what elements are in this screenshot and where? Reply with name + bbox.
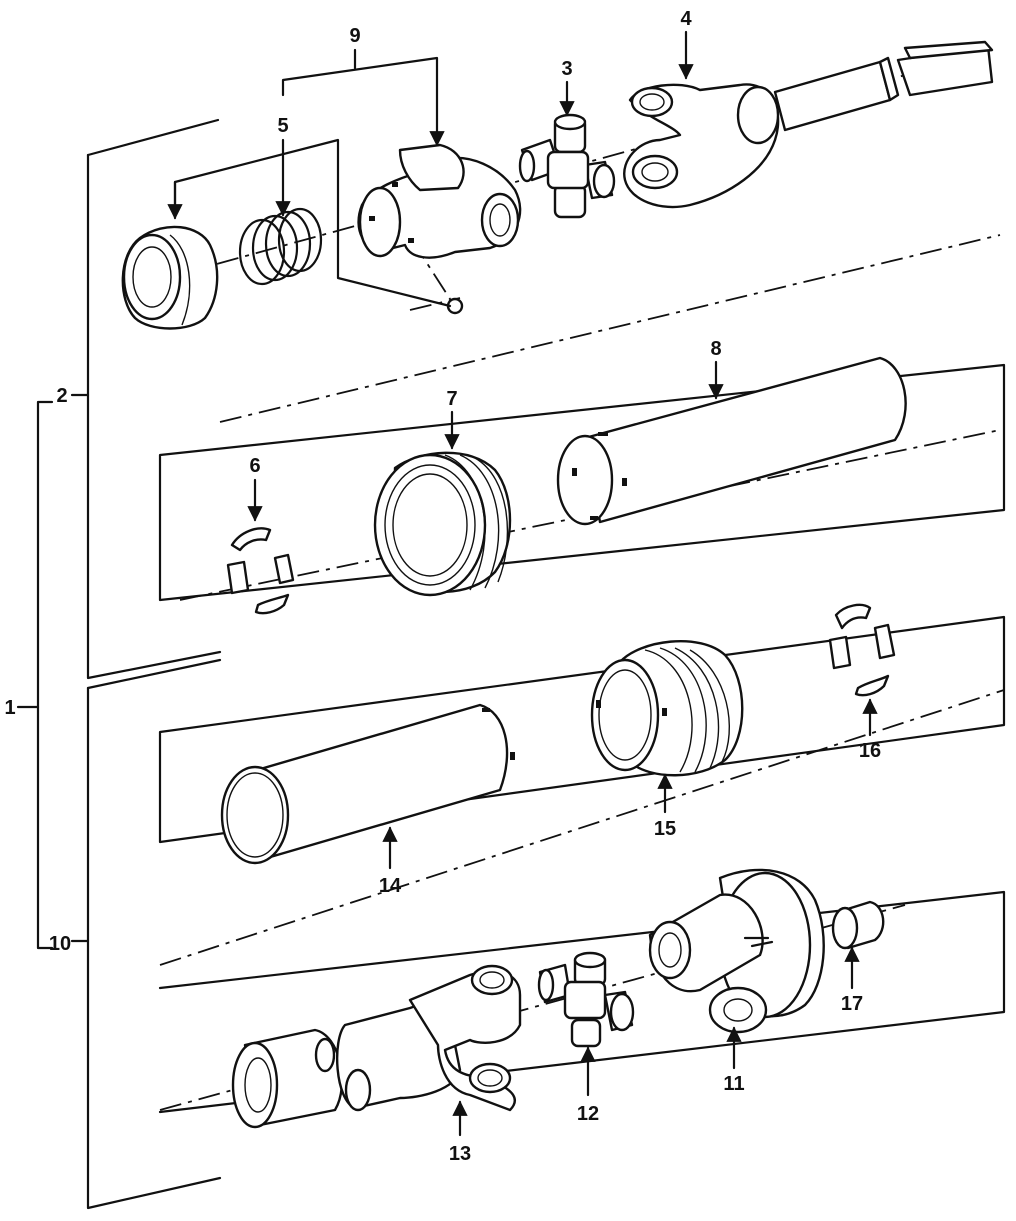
assembly-brackets bbox=[16, 118, 222, 1210]
callout-4: 4 bbox=[680, 8, 692, 30]
bracket-upper-assembly bbox=[86, 153, 222, 680]
leader-lines bbox=[167, 30, 878, 1137]
top-row-parts bbox=[121, 40, 994, 330]
callout-7: 7 bbox=[446, 388, 457, 410]
callout-17: 17 bbox=[841, 993, 863, 1015]
panel-lower-yoke bbox=[158, 890, 1006, 1114]
callout-16: 16 bbox=[859, 740, 881, 762]
spring bbox=[238, 207, 323, 286]
inner-yoke bbox=[336, 964, 522, 1112]
callout-14: 14 bbox=[379, 875, 402, 897]
callout-10: 10 bbox=[49, 933, 71, 955]
bearing-sleeve-lower bbox=[590, 639, 744, 777]
outer-yoke-with-shaft bbox=[623, 40, 994, 209]
callout-8: 8 bbox=[710, 338, 721, 360]
callout-1: 1 bbox=[4, 697, 15, 719]
retainer-ring-segments-lower bbox=[828, 603, 896, 697]
flange-yoke bbox=[648, 868, 825, 1034]
callout-15: 15 bbox=[654, 818, 676, 840]
universal-joint-cross-upper bbox=[518, 113, 616, 219]
outer-tube bbox=[556, 356, 907, 526]
bracket-lower-assembly bbox=[86, 686, 222, 1210]
callout-labels: 9 5 3 4 2 8 7 6 1 16 15 14 10 17 11 12 1… bbox=[4, 8, 881, 1165]
inner-tube bbox=[220, 703, 515, 865]
shield-cone bbox=[121, 225, 219, 330]
bottom-row-parts bbox=[231, 868, 885, 1129]
callout-6: 6 bbox=[249, 455, 260, 477]
callout-13: 13 bbox=[449, 1143, 471, 1165]
callout-12: 12 bbox=[577, 1103, 599, 1125]
yoke-collar bbox=[231, 1028, 344, 1129]
quick-coupler-yoke bbox=[357, 143, 522, 259]
lower-tube-section bbox=[220, 603, 896, 865]
retainer-ring-segments-upper bbox=[226, 527, 295, 615]
callout-9: 9 bbox=[349, 25, 360, 47]
bearing-sleeve-upper bbox=[373, 451, 512, 597]
universal-joint-cross-lower bbox=[537, 951, 635, 1048]
upper-tube-section bbox=[226, 356, 907, 615]
callout-11: 11 bbox=[723, 1073, 744, 1095]
bushing bbox=[831, 900, 885, 950]
bracket-overall-assembly bbox=[36, 400, 54, 950]
callout-5: 5 bbox=[277, 115, 288, 137]
callout-2: 2 bbox=[56, 385, 67, 407]
callout-3: 3 bbox=[561, 58, 572, 80]
